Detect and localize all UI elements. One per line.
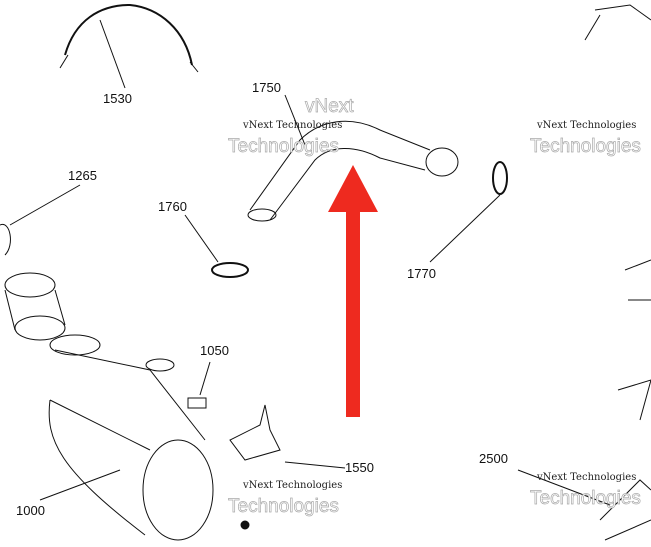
part-label-1760: 1760 [158,199,187,214]
red-arrow [328,165,378,417]
part-label-1770: 1770 [407,266,436,281]
watermark-text: vNext Technologies [243,120,343,131]
watermark-outline: Technologies [228,496,340,518]
part-label-1750: 1750 [252,80,281,95]
part-label-1000: 1000 [16,503,45,518]
strap-1530 [64,3,193,66]
watermark-text: vNext Technologies [537,120,637,131]
part-label-1265: 1265 [68,168,97,183]
watermark-outline: Technologies [228,136,340,158]
part-label-1550: 1550 [345,460,374,475]
clamp-1760 [211,262,249,278]
watermark-text: vNext Technologies [537,472,637,483]
watermark-text: vNext Technologies [243,480,343,491]
watermark-outline: Technologies [530,136,642,158]
watermark-outline: Technologies [530,488,642,510]
watermark-outline-vnext: vNext [305,96,354,118]
clamp-1770 [492,161,508,195]
part-label-2500: 2500 [479,451,508,466]
bracket-1550 [229,404,281,461]
part-label-1530: 1530 [103,91,132,106]
muffler-1000 [49,349,206,451]
part-label-1050: 1050 [200,343,229,358]
